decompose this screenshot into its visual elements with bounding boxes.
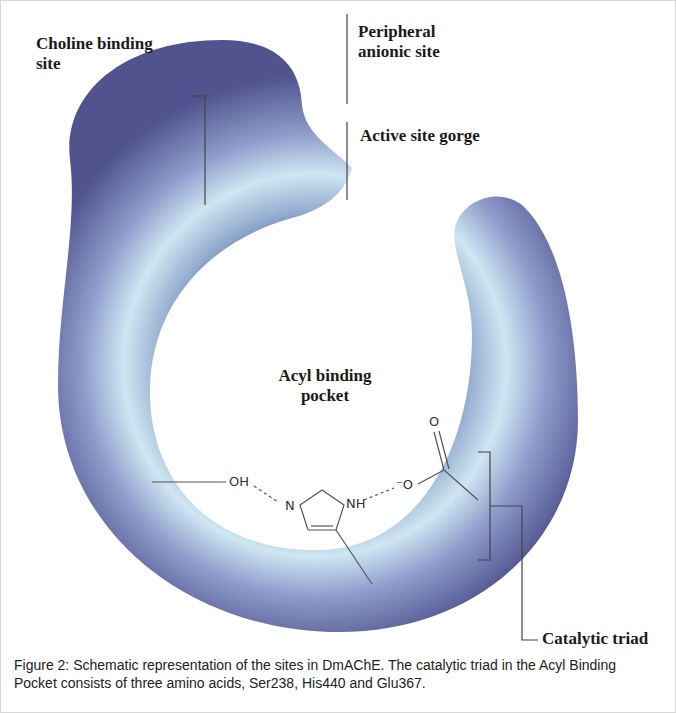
atom-label: OH bbox=[229, 474, 249, 490]
atom-label: N bbox=[285, 498, 295, 514]
site-label: Catalytic triad bbox=[542, 629, 672, 649]
figure-caption: Figure 2: Schematic representation of th… bbox=[14, 656, 660, 692]
site-label: Choline binding site bbox=[36, 34, 161, 75]
atom-label: NH bbox=[346, 496, 366, 512]
site-label: Acyl binding pocket bbox=[270, 366, 380, 407]
bracket-lines bbox=[190, 14, 538, 640]
enzyme-body bbox=[58, 40, 578, 632]
atom-label: ⁻O bbox=[396, 477, 413, 493]
chemical-structure bbox=[152, 431, 478, 584]
site-label: Peripheral anionic site bbox=[358, 22, 478, 63]
atom-label: O bbox=[429, 414, 439, 430]
site-label: Active site gorge bbox=[360, 126, 520, 146]
